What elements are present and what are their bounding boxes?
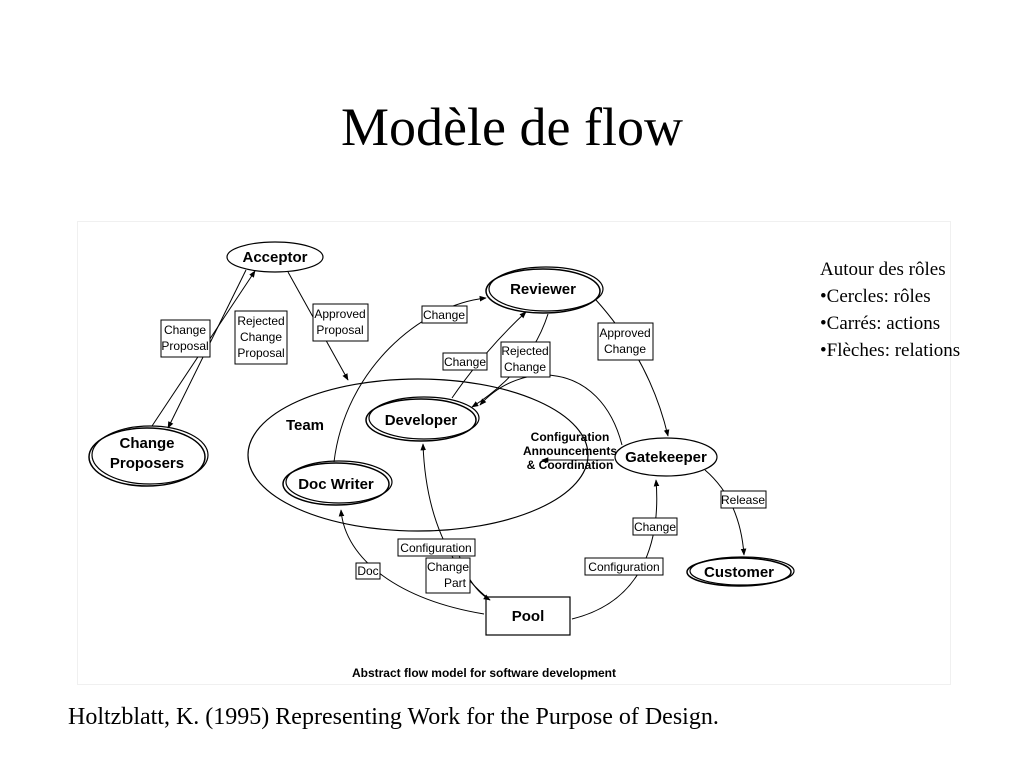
- label-approved-proposal: Approved Proposal: [312, 303, 369, 342]
- gatekeeper-label: Gatekeeper: [625, 449, 707, 466]
- svg-text:Proposal: Proposal: [237, 346, 284, 360]
- label-release: Release: [720, 490, 767, 509]
- arrow-gatekeeper-to-customer: [704, 469, 747, 556]
- team-label: Team: [286, 417, 324, 434]
- svg-text:Change: Change: [240, 330, 282, 344]
- svg-text:Rejected: Rejected: [501, 344, 548, 358]
- change-proposers-node: Change Proposers: [88, 425, 209, 487]
- diagram-caption: Abstract flow model for software develop…: [352, 666, 616, 680]
- svg-text:Change: Change: [444, 355, 486, 369]
- svg-text:Change: Change: [604, 342, 646, 356]
- legend-heading: Autour des rôles: [820, 259, 946, 280]
- acceptor-node: Acceptor: [226, 241, 324, 273]
- svg-text:Rejected: Rejected: [237, 314, 284, 328]
- svg-text:Change: Change: [634, 520, 676, 534]
- legend-item-arrows: •Flèches: relations: [820, 340, 961, 361]
- doc-writer-node: Doc Writer: [282, 460, 393, 506]
- svg-text:Configuration: Configuration: [400, 541, 471, 555]
- reviewer-label: Reviewer: [510, 281, 576, 298]
- svg-text:Part: Part: [444, 576, 467, 590]
- team-ellipse: [247, 378, 589, 532]
- svg-text:& Coordination: & Coordination: [527, 458, 614, 472]
- svg-text:Configuration: Configuration: [531, 430, 610, 444]
- label-rejected-change-proposal: Rejected Change Proposal: [234, 310, 288, 365]
- acceptor-label: Acceptor: [242, 249, 307, 266]
- change-proposers-line1: Change: [119, 435, 174, 452]
- label-change-to-reviewer: Change: [421, 305, 468, 324]
- label-doc: Doc: [355, 562, 381, 580]
- legend-item-squares: •Carrés: actions: [820, 313, 941, 334]
- label-approved-change: Approved Change: [597, 322, 654, 361]
- pool-node: Pool: [485, 596, 571, 636]
- developer-node: Developer: [365, 396, 480, 442]
- customer-node: Customer: [686, 556, 795, 587]
- doc-writer-label: Doc Writer: [298, 476, 374, 493]
- arrow-gatekeeper-to-developer: [479, 374, 623, 446]
- arrow-pool-to-docwriter: [338, 509, 485, 615]
- svg-text:Change: Change: [427, 560, 469, 574]
- svg-text:Proposal: Proposal: [161, 339, 208, 353]
- page-title: Modèle de flow: [341, 97, 683, 157]
- svg-text:Release: Release: [721, 493, 765, 507]
- arrow-pool-to-gatekeeper: [571, 479, 660, 620]
- label-change-part: Change Part: [425, 557, 471, 594]
- label-change-proposal: Change Proposal: [160, 319, 211, 358]
- svg-text:Approved: Approved: [314, 307, 365, 321]
- svg-text:Announcements: Announcements: [523, 444, 617, 458]
- svg-text:Change: Change: [504, 360, 546, 374]
- legend-item-circles: •Cercles: rôles: [820, 286, 931, 307]
- label-rejected-change: Rejected Change: [500, 341, 551, 378]
- svg-text:Change: Change: [164, 323, 206, 337]
- arrow-docwriter-to-reviewer: [333, 295, 487, 463]
- svg-text:Proposal: Proposal: [316, 323, 363, 337]
- svg-text:Approved: Approved: [599, 326, 650, 340]
- svg-text:Doc: Doc: [357, 564, 378, 578]
- label-configuration-dev: Configuration: [397, 538, 476, 557]
- label-configuration-gate: Configuration: [584, 557, 664, 576]
- svg-text:Change: Change: [423, 308, 465, 322]
- label-change-dev: Change: [442, 352, 488, 371]
- gatekeeper-node: Gatekeeper: [614, 437, 718, 477]
- developer-label: Developer: [385, 412, 458, 429]
- change-proposers-line2: Proposers: [110, 455, 184, 472]
- customer-label: Customer: [704, 564, 774, 581]
- reviewer-node: Reviewer: [485, 266, 604, 314]
- label-change-gate: Change: [632, 517, 678, 536]
- reference-citation: Holtzblatt, K. (1995) Representing Work …: [68, 704, 719, 730]
- label-config-announcements: Configuration Announcements & Coordinati…: [523, 430, 617, 472]
- svg-text:Configuration: Configuration: [588, 560, 659, 574]
- arrow-reviewer-to-gatekeeper: [595, 299, 670, 437]
- legend: Autour des rôles •Cercles: rôles •Carrés…: [820, 256, 960, 364]
- pool-label: Pool: [512, 608, 545, 625]
